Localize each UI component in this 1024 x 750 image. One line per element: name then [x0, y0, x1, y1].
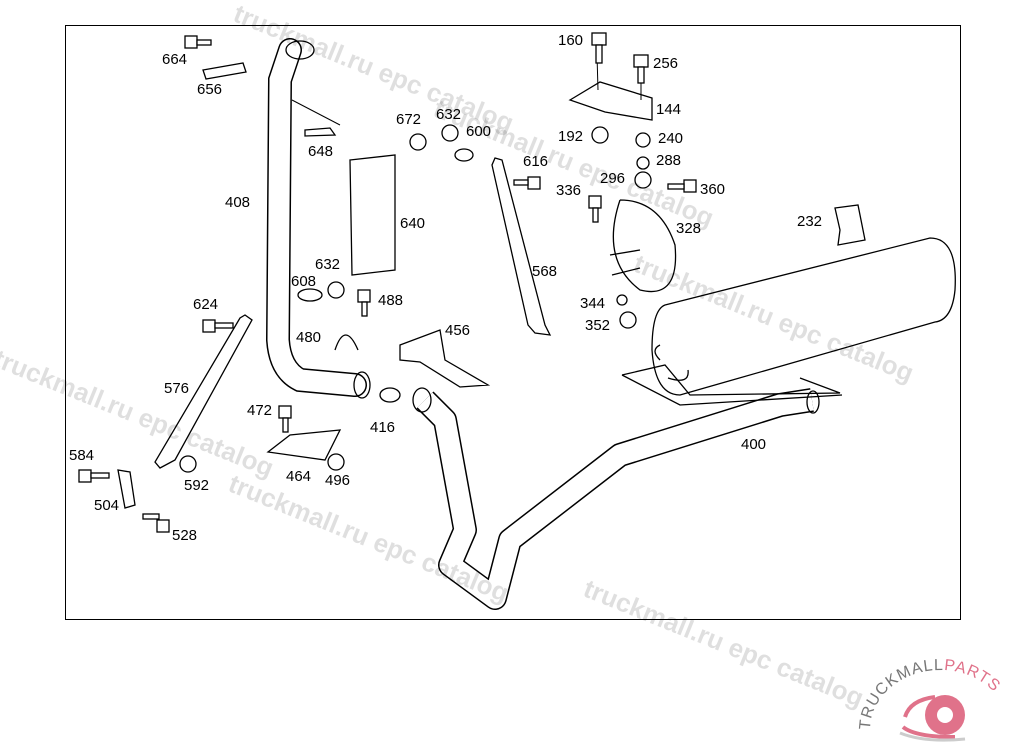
part-label: 464: [286, 468, 312, 485]
part-label: 360: [700, 181, 726, 198]
strut-576: [154, 314, 253, 469]
part-label: 192: [558, 128, 584, 145]
part-label: 648: [308, 143, 334, 160]
part-label: 336: [556, 182, 582, 199]
part-label: 576: [164, 380, 190, 397]
part-label: 144: [656, 101, 682, 118]
part-label: 256: [653, 55, 679, 72]
part-label: 504: [94, 497, 120, 514]
bracket-504: [117, 469, 136, 509]
part-label: 344: [580, 295, 606, 312]
part-label: 632: [436, 106, 462, 123]
bracket-232: [834, 204, 866, 246]
part-label: 672: [396, 111, 422, 128]
plate-656: [202, 62, 247, 80]
fasteners: [78, 32, 697, 533]
part-label: 608: [291, 273, 317, 290]
part-label: 288: [656, 152, 682, 169]
part-label: 600: [466, 123, 492, 140]
part-label: 352: [585, 317, 611, 334]
part-label: 472: [247, 402, 273, 419]
strap-568: [491, 157, 552, 336]
pipe-400: [412, 387, 820, 610]
part-label: 584: [69, 447, 95, 464]
part-label: 480: [296, 329, 322, 346]
heat-shield-640: [349, 154, 396, 276]
part-label: 592: [184, 477, 210, 494]
part-label: 568: [532, 263, 558, 280]
truckmall-parts-logo: TRUCKMALLPARTS: [857, 657, 1003, 742]
part-label: 328: [676, 220, 702, 237]
part-label: 624: [193, 296, 219, 313]
part-label: 664: [162, 51, 188, 68]
part-label: 232: [797, 213, 823, 230]
part-label: 408: [225, 194, 251, 211]
part-label: 632: [315, 256, 341, 273]
bracket-456: [399, 329, 491, 388]
part-label: 240: [658, 130, 684, 147]
part-label: 296: [600, 170, 626, 187]
part-label: 416: [370, 419, 396, 436]
muffler: [621, 237, 956, 406]
part-label: 528: [172, 527, 198, 544]
part-label: 640: [400, 215, 426, 232]
part-label: 160: [558, 32, 584, 49]
bracket-144: [568, 81, 653, 121]
clamp-328: [609, 199, 677, 293]
diagram-frame: [65, 25, 961, 620]
gear-icon: [925, 695, 965, 735]
pipe-408: [265, 38, 371, 399]
bracket-464: [266, 429, 342, 461]
part-label: 400: [741, 436, 767, 453]
part-label: 656: [197, 81, 223, 98]
part-label: 488: [378, 292, 404, 309]
part-label: 616: [523, 153, 549, 170]
part-label: 496: [325, 472, 351, 489]
part-label: 456: [445, 322, 471, 339]
